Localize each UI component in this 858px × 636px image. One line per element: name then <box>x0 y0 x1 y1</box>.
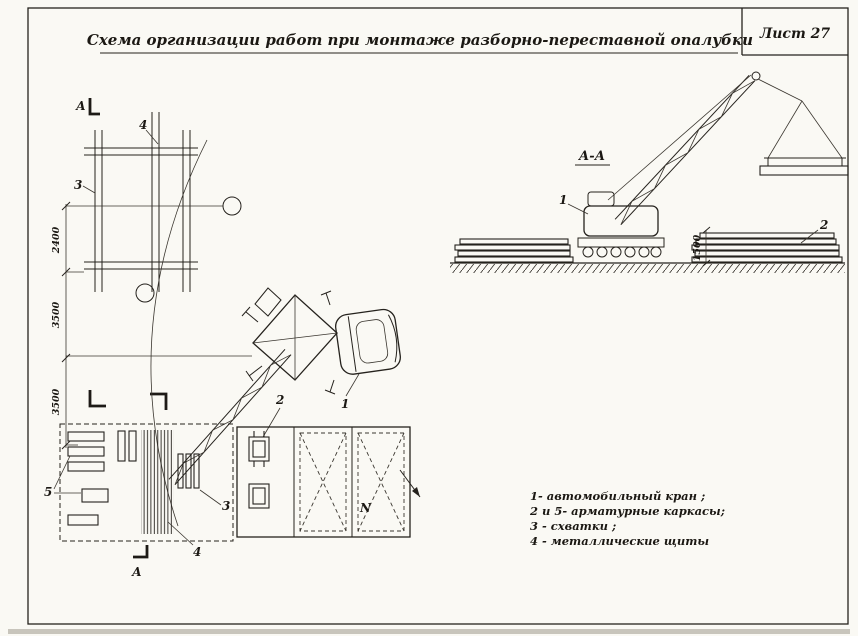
crane-elevation <box>577 71 849 258</box>
outriggers <box>241 290 336 395</box>
rebar-stacks <box>67 430 137 526</box>
section-mark-top: А <box>75 98 100 116</box>
panel-layout-plan: N <box>236 426 421 538</box>
section-letter-top: А <box>75 99 86 113</box>
sheet-number: Лист 27 <box>759 26 831 42</box>
view-label: А-А <box>578 149 606 164</box>
callout-crane-elevation: 1 <box>559 193 589 215</box>
legend-item-1: 1- автомобильный кран ; <box>530 489 705 503</box>
truck-plan <box>335 308 401 375</box>
callout-4b-label: 4 <box>193 545 201 559</box>
legend-item-3: 3 - схватки ; <box>530 519 616 533</box>
sheet-title: Схема организации работ при монтаже разб… <box>87 31 753 49</box>
elevation-view: А-А 1500 <box>450 71 849 273</box>
dim-1500: 1500 <box>692 234 703 261</box>
callout-stacks: 5 <box>44 455 81 499</box>
legend: 1- автомобильный кран ; 2 и 5- арматурны… <box>529 489 725 548</box>
dim-stack-height: 1500 <box>692 226 711 267</box>
callout-5-label: 5 <box>44 485 52 499</box>
plan-formwork-grid <box>84 112 198 292</box>
callout-braces-storage: 3 <box>199 489 230 513</box>
rebar-cage-items <box>248 431 270 509</box>
callout-braces-plan: 3 <box>74 178 96 194</box>
crane-counterweight <box>254 287 282 317</box>
panel-x-cells <box>299 432 405 532</box>
wall-corner-marks <box>88 390 168 410</box>
crane-boom-plan <box>168 348 292 486</box>
dimension-chain-left: 2400 3500 3500 <box>51 201 84 450</box>
axis-circle-2 <box>135 283 155 303</box>
callout-crane-plan: 1 <box>341 373 360 411</box>
boom-tip-pulley <box>751 71 761 81</box>
callout-stack-elevation: 2 <box>800 218 828 244</box>
lifted-panel <box>759 165 849 176</box>
section-mark-bottom: А <box>131 545 149 579</box>
callout-1-label: 1 <box>341 397 349 411</box>
dim-2400: 2400 <box>51 226 62 254</box>
callout-2-label: 2 <box>275 393 284 407</box>
callout-3b-label: 3 <box>222 499 230 513</box>
dim-3500-b: 3500 <box>51 388 62 415</box>
direction-arrow <box>399 469 421 498</box>
ground-hatch <box>450 264 845 273</box>
plan-centerlines <box>66 196 252 357</box>
panel-stack-left <box>454 238 574 263</box>
legend-item-4: 4 - металлические щиты <box>530 534 709 548</box>
axis-circle-1 <box>222 196 242 216</box>
section-letter-bottom: А <box>131 565 142 579</box>
crane-plan-view: 2 1 <box>168 287 401 486</box>
brace-bars <box>177 453 200 489</box>
panel-stack-right <box>691 232 843 263</box>
callout-4-label: 4 <box>139 118 147 132</box>
dim-3500-a: 3500 <box>51 301 62 328</box>
shield-strips <box>141 430 174 534</box>
storage-area-plan: 5 3 4 <box>44 423 234 559</box>
callout-1b-label: 1 <box>559 193 567 207</box>
scan-edge <box>8 629 850 634</box>
callout-shields-plan: 4 <box>139 118 159 145</box>
callout-rebar-plan: 2 <box>262 393 284 438</box>
sheet-frame <box>8 7 850 634</box>
legend-item-2: 2 и 5- арматурные каркасы; <box>529 504 725 518</box>
callout-2b-label: 2 <box>819 218 828 232</box>
callout-3-label: 3 <box>74 178 82 192</box>
title-block: Схема организации работ при монтаже разб… <box>87 8 848 56</box>
north-letter: N <box>359 501 372 515</box>
callout-shields-storage: 4 <box>167 521 201 559</box>
